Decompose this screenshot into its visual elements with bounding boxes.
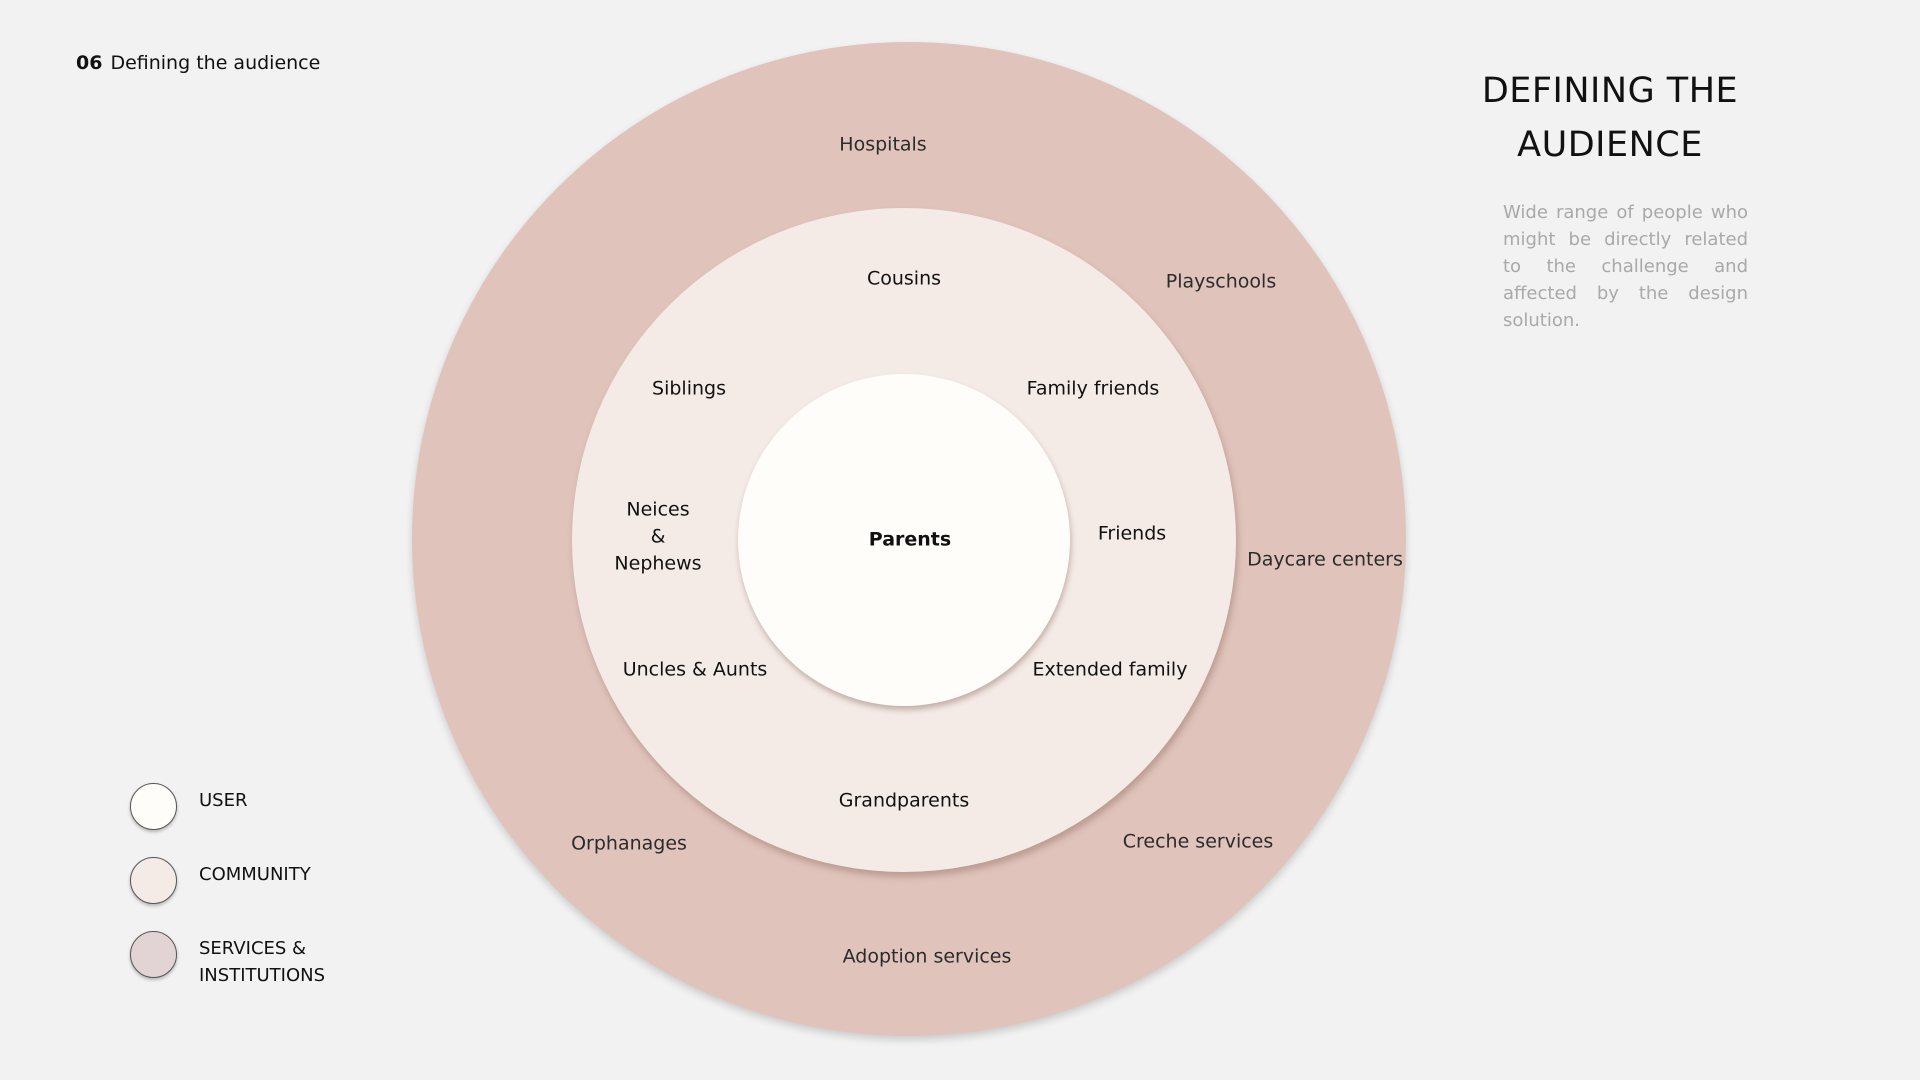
slide-header: 06 Defining the audience	[76, 52, 320, 74]
services-label-orphanages: Orphanages	[571, 832, 687, 855]
services-label-creche-services: Creche services	[1122, 830, 1274, 853]
legend-item-user: USER	[130, 783, 247, 830]
services-label-hospitals: Hospitals	[839, 133, 927, 156]
legend-swatch-services	[130, 931, 177, 978]
legend-item-community: COMMUNITY	[130, 857, 311, 904]
slide-header-text: Defining the audience	[110, 52, 321, 74]
user-label-parents: Parents	[868, 528, 952, 551]
community-label-uncles-aunts: Uncles & Aunts	[622, 658, 768, 681]
legend-label-community: COMMUNITY	[199, 864, 311, 885]
community-label-nieces-nephews: Neices & Nephews	[614, 498, 702, 575]
legend-label-user: USER	[199, 790, 248, 811]
legend-item-services: SERVICES & INSTITUTIONS	[130, 931, 325, 989]
slide-number: 06	[76, 52, 103, 74]
page-title: DEFINING THE AUDIENCE	[1481, 71, 1739, 165]
community-label-extended-family: Extended family	[1032, 658, 1188, 681]
community-label-grandparents: Grandparents	[838, 789, 970, 812]
legend-swatch-community	[130, 857, 177, 904]
community-label-siblings: Siblings	[652, 377, 726, 400]
services-label-daycare-centers: Daycare centers	[1247, 548, 1403, 571]
services-label-adoption-services: Adoption services	[842, 945, 1012, 968]
community-label-friends: Friends	[1097, 522, 1167, 545]
community-label-family-friends: Family friends	[1026, 377, 1160, 400]
community-label-cousins: Cousins	[866, 267, 942, 290]
services-label-playschools: Playschools	[1165, 270, 1277, 293]
legend-swatch-user	[130, 783, 177, 830]
legend-label-services: SERVICES & INSTITUTIONS	[199, 938, 326, 986]
page-description: Wide range of people who might be direct…	[1503, 202, 1748, 331]
user-circle	[738, 374, 1070, 706]
